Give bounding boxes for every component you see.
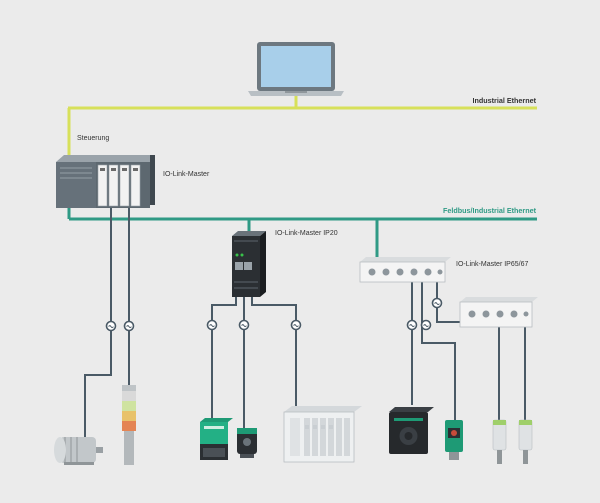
steuerung-label: Steuerung bbox=[77, 135, 109, 142]
io-link-connector-icon bbox=[431, 297, 443, 309]
sensor-icon bbox=[492, 419, 507, 464]
io-link-connectors bbox=[105, 297, 443, 332]
industrial-ethernet-label: Industrial Ethernet bbox=[473, 96, 537, 105]
sensor-icon bbox=[445, 420, 463, 460]
io-link-connector-icon bbox=[206, 319, 218, 331]
io-link-connector-icon bbox=[105, 320, 117, 332]
block-io-module-icon bbox=[459, 297, 538, 328]
io-link-cables bbox=[84, 205, 526, 437]
plc-controller-icon bbox=[56, 155, 155, 208]
io-link-master-ip20-label: IO-Link-Master IP20 bbox=[275, 230, 338, 237]
sensor-icon bbox=[237, 428, 257, 458]
io-link-connector-icon bbox=[406, 319, 418, 331]
motor-icon bbox=[54, 437, 103, 465]
fieldbus-label: Feldbus/Industrial Ethernet bbox=[443, 206, 537, 215]
sensor-icon bbox=[200, 418, 233, 460]
sensor-icon bbox=[518, 419, 533, 464]
io-link-connector-icon bbox=[420, 319, 432, 331]
io-link-connector-icon bbox=[123, 320, 135, 332]
din-rail-module-icon bbox=[232, 231, 266, 297]
block-io-module-icon bbox=[359, 257, 451, 283]
rfid-reader-icon bbox=[389, 407, 434, 454]
signal-tower-icon bbox=[122, 385, 136, 465]
io-link-master-label: IO-Link-Master bbox=[163, 171, 210, 178]
io-link-connector-icon bbox=[238, 319, 250, 331]
valve-terminal-icon bbox=[283, 406, 362, 463]
laptop-icon bbox=[248, 42, 344, 96]
io-link-master-ip65-label: IO-Link-Master IP65/67 bbox=[456, 261, 528, 268]
io-link-connector-icon bbox=[290, 319, 302, 331]
